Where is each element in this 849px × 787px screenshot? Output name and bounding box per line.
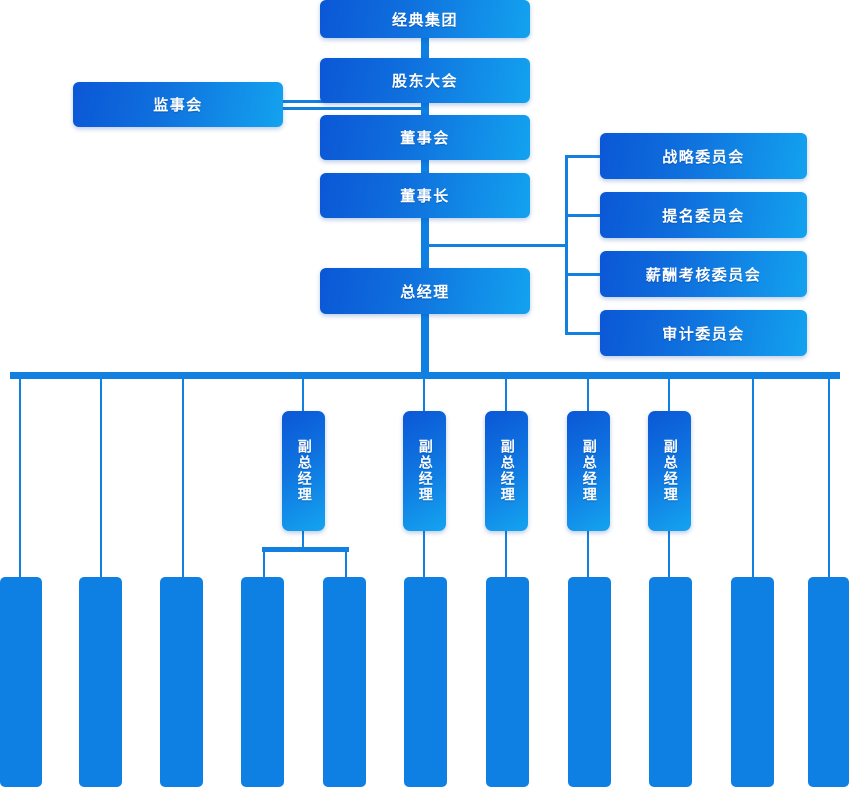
connector-drop-vp5	[668, 378, 670, 412]
node-compensation-committee[interactable]: 薪酬考核委员会	[600, 251, 807, 297]
node-general-manager[interactable]: 总经理	[320, 268, 530, 314]
node-strategy-committee[interactable]: 战略委员会	[600, 133, 807, 179]
node-deputy-gm-5[interactable]: 副总经理	[648, 411, 691, 531]
node-nomination-committee-label: 提名委员会	[662, 206, 745, 225]
connector-vp4-to-dept8	[587, 530, 589, 577]
connector-stub-strategy	[565, 155, 601, 158]
connector-drop-vp2	[423, 378, 425, 412]
connector-vp3-to-dept7	[505, 530, 507, 577]
connector-stub-compensation	[565, 273, 601, 276]
connector-drop-vp1	[302, 378, 304, 412]
connector-vp2-to-dept6	[423, 530, 425, 577]
node-deputy-gm-4[interactable]: 副总经理	[567, 411, 610, 531]
connector-chairman-to-gm	[421, 216, 429, 270]
node-deputy-gm-1[interactable]: 副总经理	[282, 411, 325, 531]
connector-group-to-assembly	[421, 36, 429, 60]
node-shareholders-assembly[interactable]: 股东大会	[320, 58, 530, 103]
node-department-6[interactable]	[404, 577, 447, 787]
node-department-4[interactable]	[241, 577, 284, 787]
node-deputy-gm-3-label: 副总经理	[498, 439, 515, 503]
connector-stub-audit	[565, 332, 601, 335]
connector-committee-spine	[565, 155, 568, 335]
node-general-manager-label: 总经理	[400, 282, 450, 301]
node-department-9[interactable]	[649, 577, 692, 787]
node-deputy-gm-3[interactable]: 副总经理	[485, 411, 528, 531]
connector-subbus-drop-dept4	[263, 551, 265, 577]
node-deputy-gm-5-label: 副总经理	[661, 439, 678, 503]
node-deputy-gm-2[interactable]: 副总经理	[403, 411, 446, 531]
connector-board-to-chairman	[421, 158, 429, 175]
node-chairman-label: 董事长	[400, 187, 450, 205]
node-department-11[interactable]	[808, 577, 849, 787]
connector-gm-to-bus	[421, 312, 429, 374]
connector-vp5-to-dept9	[668, 530, 670, 577]
node-deputy-gm-2-label: 副总经理	[416, 439, 433, 503]
node-nomination-committee[interactable]: 提名委员会	[600, 192, 807, 238]
connector-vp1-sub-bus	[262, 547, 349, 552]
node-audit-committee[interactable]: 审计委员会	[600, 310, 807, 356]
connector-drop-dept10	[752, 378, 754, 577]
connector-supervisor-line-bottom	[281, 107, 423, 110]
connector-drop-dept3	[182, 378, 184, 577]
connector-drop-dept1	[19, 378, 21, 577]
node-strategy-committee-label: 战略委员会	[662, 147, 745, 166]
node-department-2[interactable]	[79, 577, 122, 787]
connector-drop-vp3	[505, 378, 507, 412]
node-shareholders-assembly-label: 股东大会	[391, 72, 458, 90]
node-supervisory-board[interactable]: 监事会	[73, 82, 283, 127]
connector-board-to-committee-trunk	[425, 244, 568, 247]
node-board-of-directors[interactable]: 董事会	[320, 115, 530, 160]
node-department-8[interactable]	[568, 577, 611, 787]
node-group[interactable]: 经典集团	[320, 0, 530, 38]
node-audit-committee-label: 审计委员会	[662, 324, 745, 343]
node-department-1[interactable]	[0, 577, 42, 787]
connector-drop-dept2	[100, 378, 102, 577]
node-department-10[interactable]	[731, 577, 774, 787]
node-supervisory-board-label: 监事会	[153, 96, 203, 114]
connector-stub-nomination	[565, 214, 601, 217]
node-chairman[interactable]: 董事长	[320, 173, 530, 218]
node-department-5[interactable]	[323, 577, 366, 787]
connector-drop-vp4	[587, 378, 589, 412]
node-compensation-committee-label: 薪酬考核委员会	[645, 265, 762, 284]
connector-assembly-to-board	[421, 101, 429, 117]
connector-drop-dept11	[828, 378, 830, 577]
connector-vp1-to-subbus	[302, 530, 304, 550]
node-board-of-directors-label: 董事会	[400, 129, 450, 147]
connector-subbus-drop-dept5	[345, 551, 347, 577]
node-department-7[interactable]	[486, 577, 529, 787]
node-group-label: 经典集团	[391, 10, 458, 29]
node-deputy-gm-4-label: 副总经理	[580, 439, 597, 503]
node-department-3[interactable]	[160, 577, 203, 787]
connector-main-bus	[10, 372, 840, 379]
node-deputy-gm-1-label: 副总经理	[295, 439, 312, 503]
